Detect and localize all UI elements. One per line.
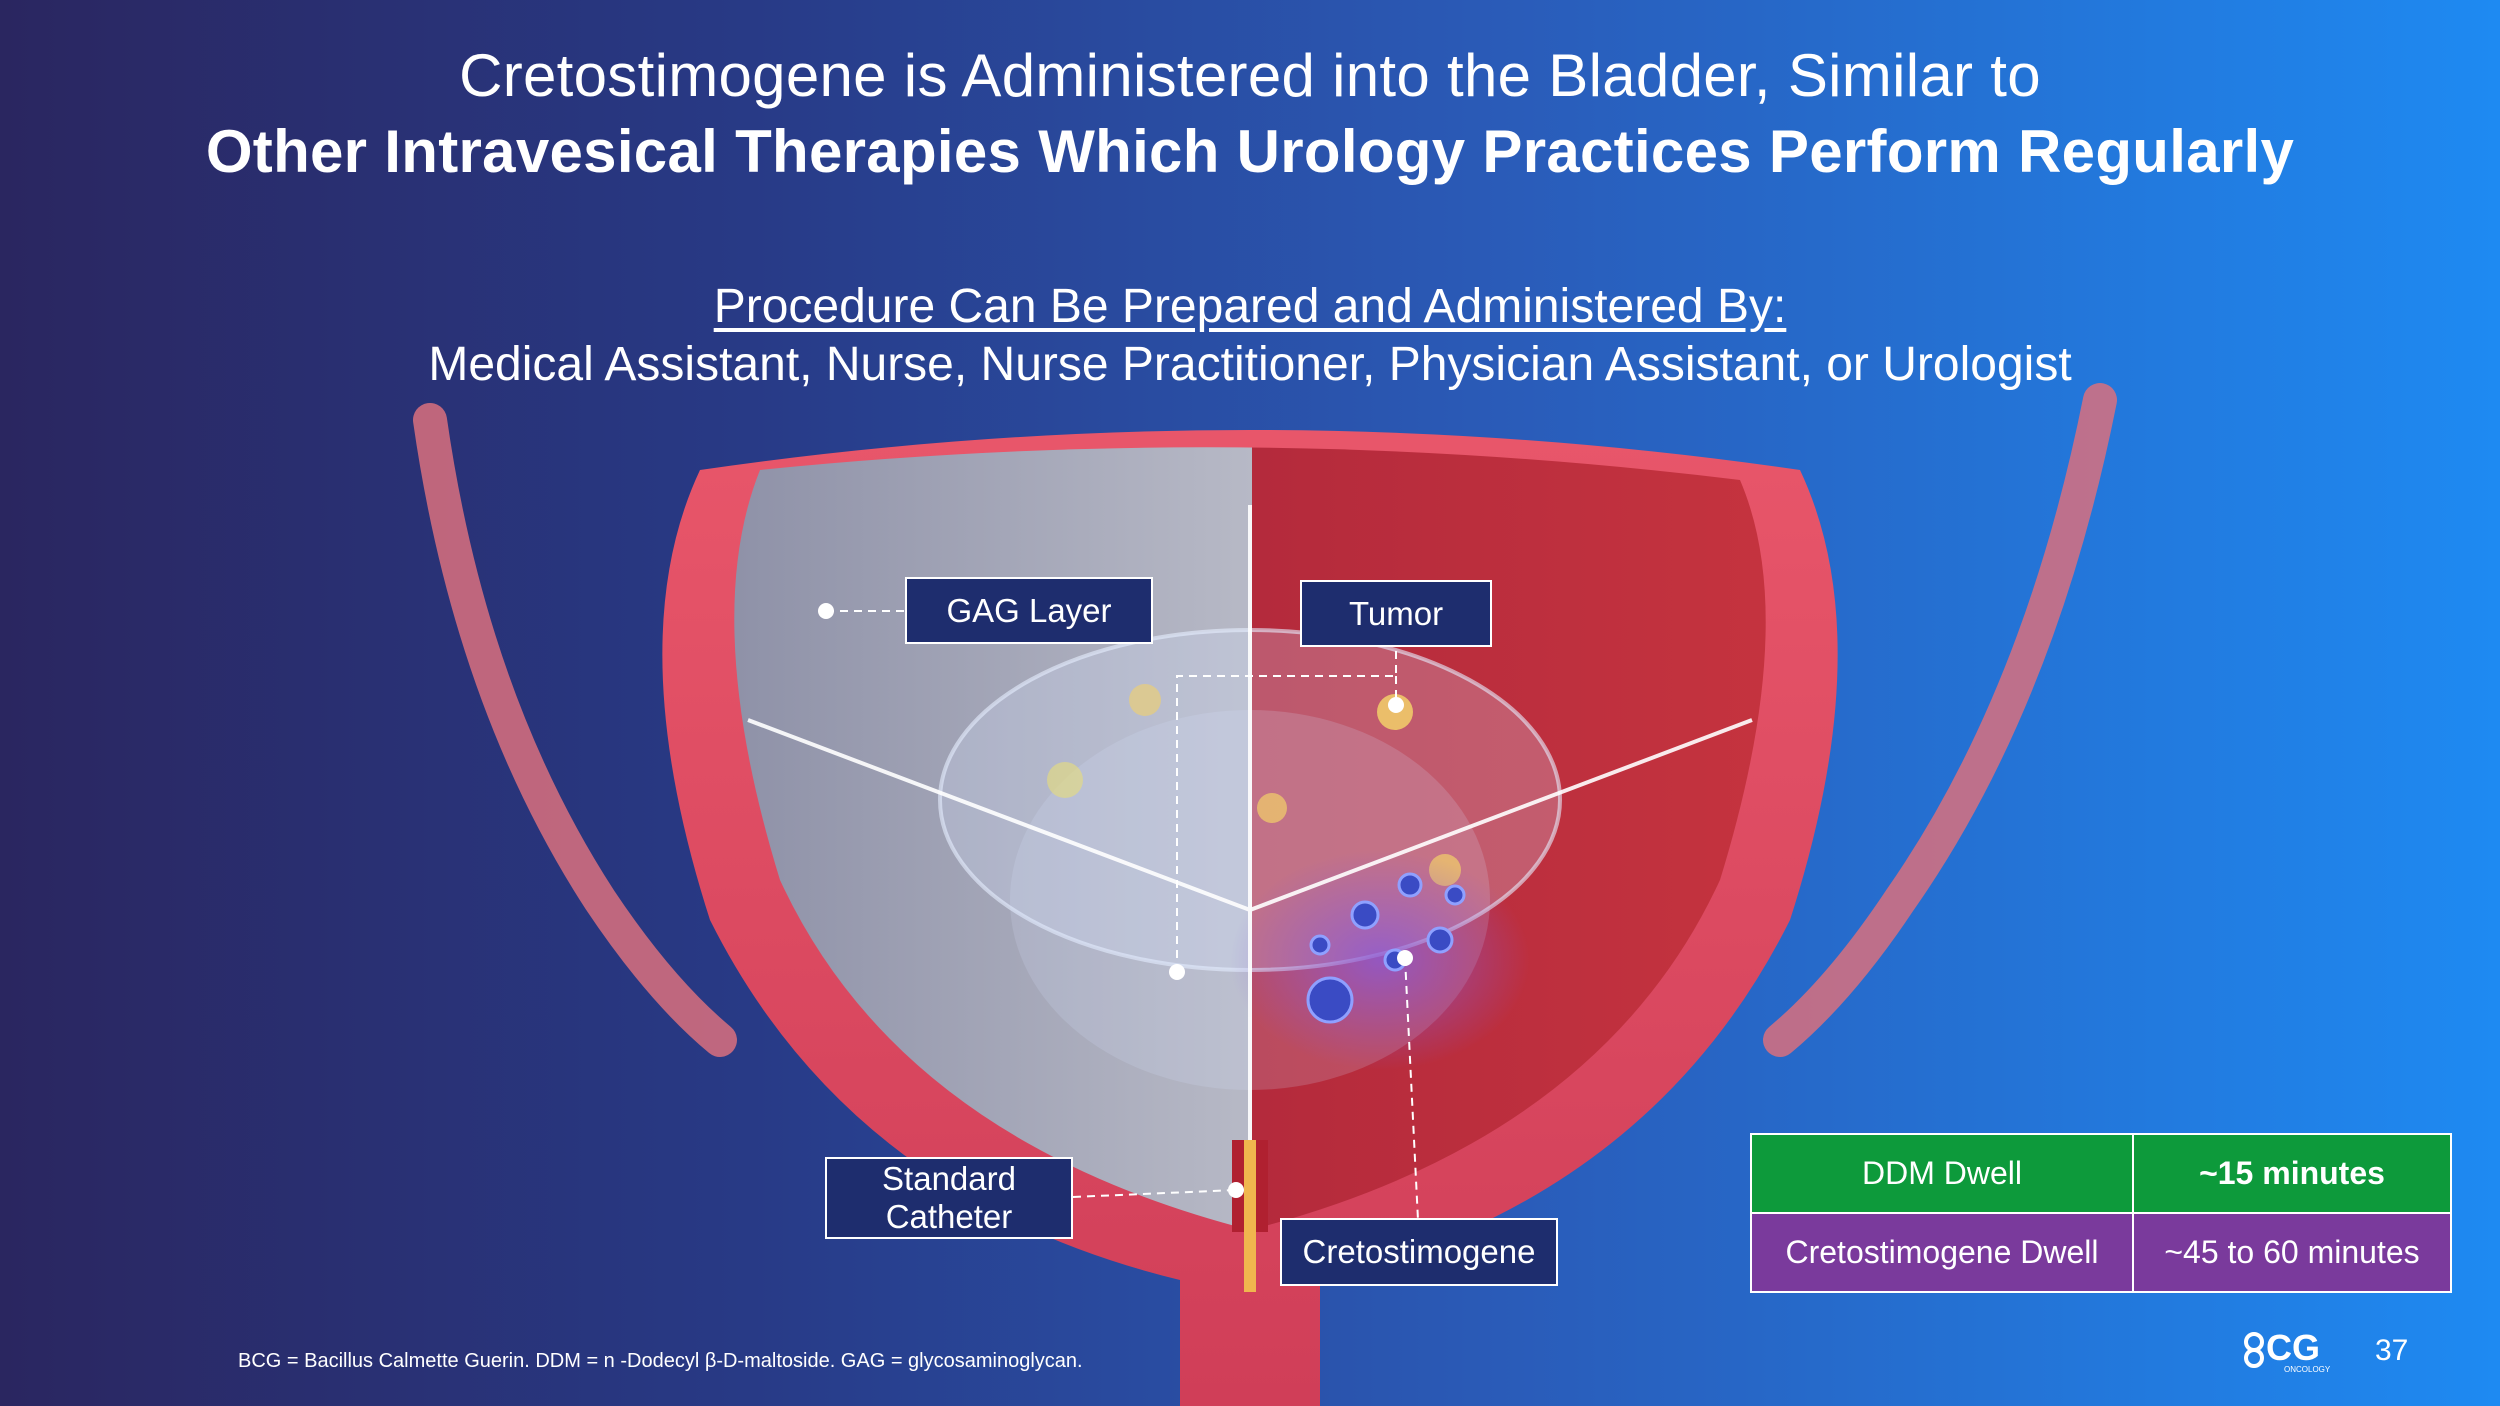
- slide-title: Cretostimogene is Administered into the …: [0, 38, 2500, 190]
- cretostimogene-label: Cretostimogene: [1280, 1218, 1558, 1286]
- right-ureter: [1763, 383, 2117, 1057]
- subheading-roles: Medical Assistant, Nurse, Nurse Practiti…: [428, 338, 2072, 391]
- subheading-underlined: Procedure Can Be Prepared and Administer…: [713, 280, 1787, 333]
- footnote-abbreviations: BCG = Bacillus Calmette Guerin. DDM = n …: [238, 1350, 1083, 1372]
- leader-lines: [826, 610, 1419, 1221]
- standard-catheter-line2: Catheter: [885, 1198, 1013, 1235]
- title-line-2: Other Intravesical Therapies Which Urolo…: [205, 118, 2295, 185]
- tumor-spot: [1129, 684, 1161, 716]
- page-number: 37: [2375, 1334, 2409, 1367]
- table-row: Cretostimogene Dwell ~45 to 60 minutes: [1750, 1212, 2452, 1293]
- tumor-spot: [1257, 793, 1287, 823]
- catheter-tube: [1244, 1140, 1256, 1292]
- title-line-1: Cretostimogene is Administered into the …: [459, 42, 2041, 109]
- tumor-label: Tumor: [1300, 580, 1492, 647]
- logo-text: CG: [2266, 1327, 2320, 1368]
- table-row: DDM Dwell ~15 minutes: [1750, 1133, 2452, 1214]
- cg-oncology-logo-icon: CG ONCOLOGY: [2244, 1327, 2331, 1374]
- standard-catheter-line1: Standard: [882, 1160, 1016, 1197]
- dwell-value-ddm: ~15 minutes: [2132, 1133, 2452, 1214]
- procedure-subheading: Procedure Can Be Prepared and Administer…: [0, 278, 2500, 394]
- left-ureter: [413, 403, 737, 1057]
- dwell-time-table: DDM Dwell ~15 minutes Cretostimogene Dwe…: [1750, 1133, 2452, 1293]
- leader-dots: [818, 603, 1413, 1198]
- logo-subtext: ONCOLOGY: [2284, 1365, 2331, 1374]
- cutaway-lines: [747, 505, 1753, 1180]
- standard-catheter-label: Standard Catheter: [825, 1157, 1073, 1239]
- gag-layer-label: GAG Layer: [905, 577, 1153, 644]
- dwell-value-cretostimogene: ~45 to 60 minutes: [2132, 1212, 2452, 1293]
- dwell-label-cretostimogene: Cretostimogene Dwell: [1750, 1212, 2134, 1293]
- tumor-spot: [1047, 762, 1083, 798]
- dwell-label-ddm: DDM Dwell: [1750, 1133, 2134, 1214]
